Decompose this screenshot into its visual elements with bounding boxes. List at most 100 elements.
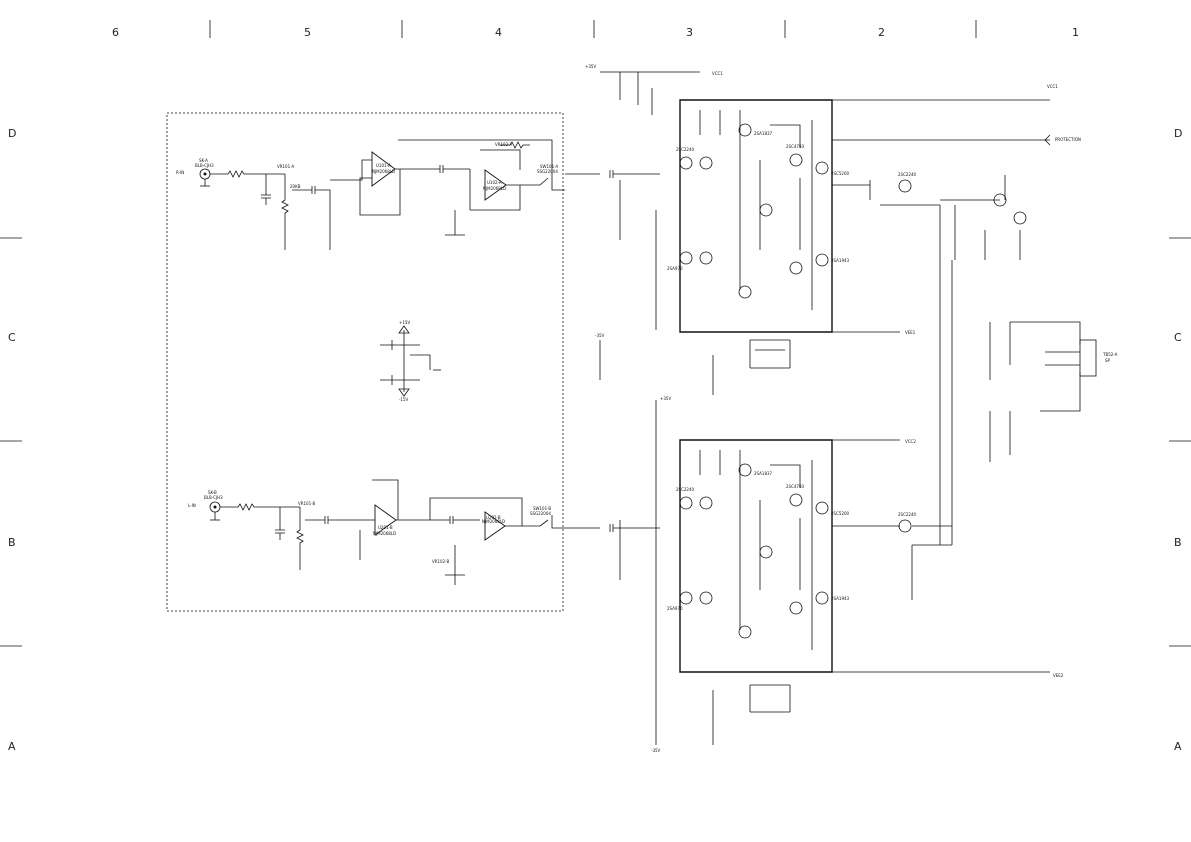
net-protection: PROTECTION [1055, 137, 1081, 142]
preamp-board-outline [166, 112, 564, 612]
pot-vr102-ref: VR102-A [495, 142, 513, 147]
opamp-power-decoupling [380, 325, 441, 397]
zone-row-left-c: C [8, 331, 16, 344]
q-out-n-b-part: 2SC5200 [831, 511, 850, 516]
opamp-u201-fb [359, 479, 420, 560]
amp-b-rails [655, 400, 1050, 745]
amp-a-output [832, 175, 1021, 260]
pot-vr101 [281, 174, 289, 250]
opamp-u202-fb [429, 497, 540, 527]
switch-sw101-b-part: SSG22004 [530, 511, 551, 516]
q-vas-a-part: 2SA1837 [754, 131, 773, 136]
terminal-wiring [989, 321, 1081, 462]
pot-vr201-ref: VR101-B [298, 501, 315, 506]
coupling-a [292, 186, 331, 250]
amp-b-input-cap [565, 524, 660, 532]
opamp-a-in [330, 159, 372, 181]
zone-col-6: 6 [112, 26, 119, 39]
coupling-b [305, 516, 375, 524]
pot-vr202-ref: VR102-B [432, 559, 449, 564]
rail-plus35-a: +35V [585, 64, 596, 69]
protection-arrow [1044, 134, 1051, 146]
switch-sw101-a-ref: SW101-A [540, 164, 558, 169]
opamp-u102-part: NJM2068LD [483, 186, 506, 191]
zone-row-left-b: B [8, 536, 16, 549]
zone-col-1: 1 [1072, 26, 1079, 39]
q-curr-a-part: 2SA970 [667, 266, 683, 271]
q-out-n-a-part: 2SC5200 [831, 171, 850, 176]
zone-row-right-b: B [1174, 536, 1182, 549]
input-path-b [220, 503, 300, 511]
opamp-u201 [374, 504, 397, 536]
amp-a-supply-filter [600, 71, 700, 115]
switch-sw101-a [520, 172, 565, 191]
terminal-tb52-a [1079, 339, 1097, 377]
net-vee1: VEE1 [905, 330, 916, 335]
input-jack-b [209, 501, 221, 521]
input-net-b: L-IN [188, 503, 196, 508]
rail-minus35-a: -35V [595, 333, 605, 338]
opamp-u201-ref: U201-B [378, 525, 393, 530]
net-vcc1-right: VCC1 [1047, 84, 1058, 89]
sw-a-bus [398, 139, 553, 172]
zone-col-2: 2 [878, 26, 885, 39]
switch-sw101-a-part: SSG22004 [537, 169, 558, 174]
q-out-p-a-part: 2SA1943 [831, 258, 850, 263]
cap-c201 [275, 507, 285, 540]
cap-c101 [261, 174, 271, 205]
q-drv-a-part: 2SC4793 [786, 144, 805, 149]
q-out-p-b-part: 2SA1943 [831, 596, 850, 601]
zone-row-right-a: A [1174, 740, 1182, 753]
cap-c110 [420, 165, 470, 173]
zone-row-right-d: D [1174, 127, 1182, 140]
rail-minus15-top: -15V [399, 397, 409, 402]
pot-vr101-ref: VR101-A [277, 164, 295, 169]
amp-a-rails [832, 99, 1050, 333]
zone-col-5: 5 [304, 26, 311, 39]
opamp-u101 [371, 151, 396, 187]
zone-row-right-c: C [1174, 331, 1182, 344]
opamp-u102-fb [445, 184, 521, 236]
tone-net-a [469, 149, 521, 210]
amp-b-comp-net [712, 684, 791, 745]
opamp-u101-fb [359, 168, 420, 216]
input-jack-b-ref: SK-B [208, 490, 217, 495]
q-diff-a-part: 2SC2240 [676, 147, 695, 152]
input-jack-a-part: BLB-CJH3 [195, 163, 214, 168]
opamp-u201-part: NJM2068LD [373, 531, 396, 536]
zone-col-3: 3 [686, 26, 693, 39]
opamp-u102 [484, 169, 507, 201]
rail-plus35-b: +35V [660, 396, 671, 401]
opamp-u202-part: NJM2068LD [482, 519, 505, 524]
cap-c220 [420, 516, 480, 524]
zone-col-4: 4 [495, 26, 502, 39]
switch-sw101-b [539, 515, 565, 529]
opamp-u202-ref: U202-B [486, 515, 501, 520]
opamp-u202 [484, 511, 506, 541]
q-curr-b-part: 2SA970 [667, 606, 683, 611]
zone-row-left-d: D [8, 127, 16, 140]
amp-b-output [832, 205, 953, 600]
amp-a-comp-net [599, 339, 791, 395]
pot-vr101-val: 20KB [290, 184, 301, 189]
input-jack-a-ref: SK-A [199, 158, 208, 163]
q-prot-b-part: 2SC2240 [898, 512, 917, 517]
amp-a-transistors [679, 123, 1027, 299]
opamp-u102-ref: U102-A [487, 180, 502, 185]
input-net-a: R-IN [176, 170, 184, 175]
amp-a-wiring [619, 110, 813, 330]
opamp-u101-ref: U101-A [376, 163, 391, 168]
amp-b-wiring [619, 450, 813, 650]
pot-vr201 [296, 507, 304, 570]
q-drv-b-part: 2SC4793 [786, 484, 805, 489]
input-jack-b-part: BLB-CJH3 [204, 495, 223, 500]
input-path-a [210, 170, 285, 178]
net-vcc2: VCC2 [905, 439, 916, 444]
q-vas-b-part: 2SA1837 [754, 471, 773, 476]
terminal-tb52-a-ref: TB52-A [1102, 352, 1118, 357]
terminal-tb52-a-part: SP [1105, 358, 1111, 363]
net-vcc1-a: VCC1 [712, 71, 723, 76]
zone-border [0, 20, 1191, 647]
rail-minus35-b: -35V [651, 748, 661, 753]
